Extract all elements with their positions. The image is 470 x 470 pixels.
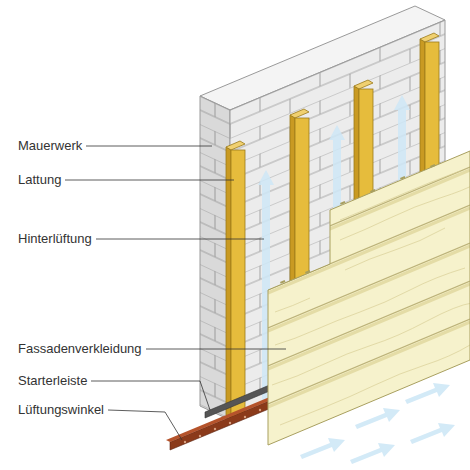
part-label: Starterleiste [18,373,87,389]
ventilation-angle [166,396,276,450]
leader-line [96,239,264,240]
cladding [260,140,470,460]
leader-lines [65,146,286,440]
part-label: Lattung [18,172,61,188]
part-label: Mauerwerk [18,138,82,154]
air-inflow [300,383,455,464]
leader-line [86,146,212,147]
part-label: Fassadenverkleidung [18,341,142,357]
leader-line [91,381,210,410]
part-label: Hinterlüftung [18,231,92,247]
part-label: Lüftungswinkel [18,402,104,418]
leader-line [108,410,182,440]
leader-line [146,349,286,350]
leader-line [65,180,234,181]
